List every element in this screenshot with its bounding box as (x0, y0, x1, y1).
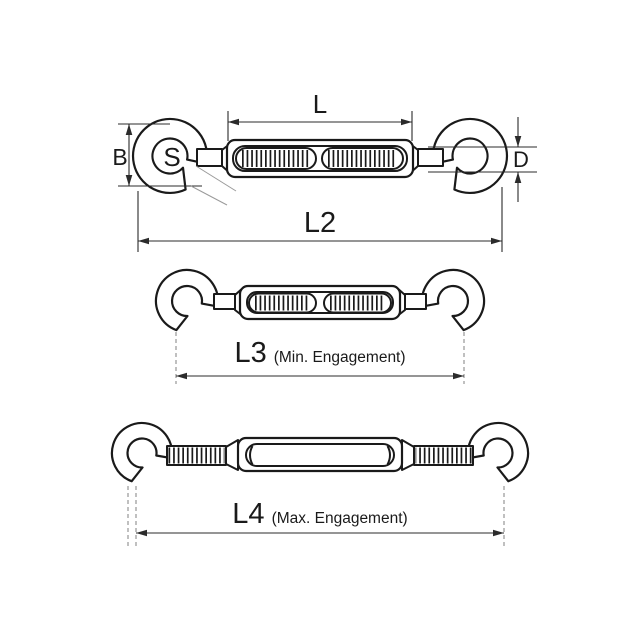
label-L4: L4 (Max. Engagement) (232, 498, 407, 530)
arrowhead (401, 118, 412, 126)
hook-outline (131, 117, 209, 195)
left-hook-assembly (154, 268, 245, 332)
label-L2: L2 (304, 207, 336, 239)
label-D: D (513, 147, 529, 172)
arrowhead (493, 529, 504, 537)
rod-tip-mark (386, 445, 391, 465)
right-hook-assembly (402, 423, 528, 481)
label-B: B (112, 144, 127, 170)
arrowhead (138, 237, 149, 245)
left-hook-assembly (131, 117, 232, 195)
arrowhead (228, 118, 239, 126)
arrowhead (125, 175, 133, 186)
label-S: S (163, 142, 180, 172)
hook-shank (213, 293, 237, 310)
arrowhead (514, 136, 522, 147)
figure-bottom-max-engagement (110, 421, 528, 483)
label-L4-value: L4 (232, 498, 264, 530)
dimension-L4: L4 (Max. Engagement) (127, 486, 505, 548)
arrowhead (453, 372, 464, 380)
figure-top-closed-turnbuckle (131, 117, 509, 195)
dimension-B: B (112, 123, 202, 187)
dimension-L2: L2 (137, 187, 503, 252)
arrowhead (176, 372, 187, 380)
left-hook-assembly (110, 421, 239, 483)
dimension-L: L (227, 89, 413, 141)
right-hook-assembly (407, 117, 509, 195)
frame-taper (225, 439, 239, 471)
dimension-D: D (428, 117, 537, 202)
arrowhead (491, 237, 502, 245)
dimension-S: S (163, 142, 237, 206)
arrowhead (514, 172, 522, 183)
dimension-L3: L3 (Min. Engagement) (175, 332, 465, 384)
frame-opening (245, 443, 395, 467)
right-hook-assembly (394, 268, 486, 332)
label-L: L (313, 89, 327, 119)
arrowhead (136, 529, 147, 537)
rod-tip-mark (249, 445, 254, 465)
hook-shank (196, 148, 223, 167)
figure-middle-min-engagement (154, 268, 486, 332)
s-leader-line (195, 165, 237, 192)
hook-outline (110, 421, 174, 483)
label-L4-note: (Max. Engagement) (272, 510, 408, 527)
label-L3-value: L3 (234, 337, 266, 369)
hook-outline (154, 268, 220, 332)
label-L3-note: (Min. Engagement) (274, 349, 406, 366)
s-leader-line (190, 185, 228, 206)
label-L3: L3 (Min. Engagement) (234, 337, 405, 369)
arrowhead (125, 124, 133, 135)
